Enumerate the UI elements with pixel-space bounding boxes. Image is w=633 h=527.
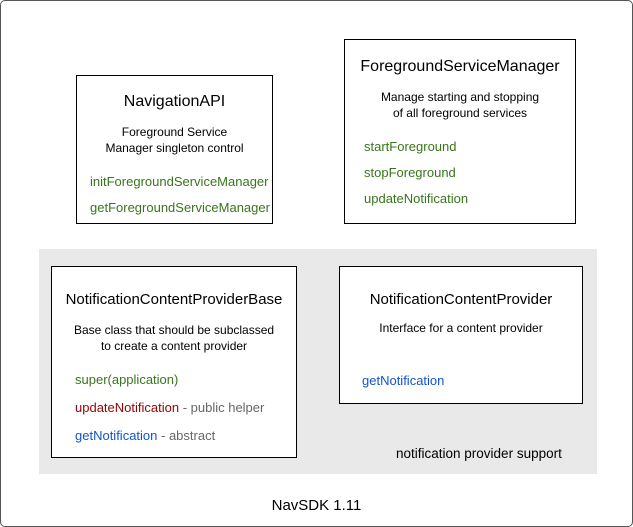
description-line: of all foreground services [392, 106, 528, 120]
method-get-notification: getNotification [362, 373, 445, 388]
class-description: Interface for a content provider [340, 320, 582, 336]
description-line: Foreground Service [121, 125, 228, 139]
class-box-foreground-service-manager: ForegroundServiceManager Manage starting… [344, 39, 576, 224]
class-box-notification-content-provider-base: NotificationContentProviderBase Base cla… [51, 266, 297, 458]
method-stop-foreground: stopForeground [364, 165, 456, 180]
group-label: notification provider support [396, 446, 562, 461]
description-line: Manage starting and stopping [380, 90, 540, 104]
class-box-notification-content-provider: NotificationContentProvider Interface fo… [339, 266, 583, 404]
diagram-title: NavSDK 1.11 [271, 497, 362, 514]
class-title-notification-content-provider-base: NotificationContentProviderBase [65, 291, 283, 308]
method-update-notification: updateNotification - public helper [75, 400, 296, 416]
class-description: Foreground Service Manager singleton con… [77, 124, 272, 156]
method-name: super(application) [75, 372, 179, 387]
method-start-foreground: startForeground [364, 139, 457, 154]
class-description: Manage starting and stopping of all fore… [345, 89, 575, 121]
method-list: super(application) updateNotification - … [52, 372, 296, 444]
class-title-navigation-api: NavigationAPI [123, 93, 226, 110]
method-name: updateNotification [75, 400, 180, 415]
description-line: Interface for a content provider [379, 321, 543, 335]
class-title-notification-content-provider: NotificationContentProvider [369, 291, 553, 308]
method-init-foreground-service-manager: initForegroundServiceManager [90, 174, 269, 189]
description-line: to create a content provider [100, 339, 248, 353]
class-box-navigation-api: NavigationAPI Foreground Service Manager… [76, 75, 273, 224]
method-get-foreground-service-manager: getForegroundServiceManager [90, 200, 270, 215]
description-line: Manager singleton control [105, 141, 244, 155]
method-super-application: super(application) [75, 372, 296, 388]
method-update-notification: updateNotification [364, 191, 469, 206]
class-description: Base class that should be subclassed to … [52, 322, 296, 354]
method-name: getNotification [75, 428, 158, 443]
method-get-notification: getNotification - abstract [75, 428, 296, 444]
method-note: - public helper [179, 400, 265, 415]
method-list: initForegroundServiceManager getForegrou… [77, 174, 272, 216]
method-note: - abstract [157, 428, 216, 443]
method-list: getNotification [340, 373, 582, 389]
description-line: Base class that should be subclassed [73, 323, 275, 337]
class-title-foreground-service-manager: ForegroundServiceManager [360, 58, 560, 75]
method-list: startForeground stopForeground updateNot… [345, 139, 575, 207]
